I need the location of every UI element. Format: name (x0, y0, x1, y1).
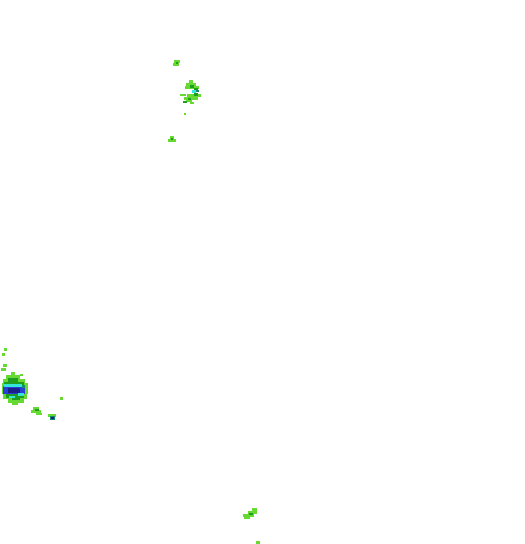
echo-cell-north-fleck (168, 136, 176, 142)
echo-cell-north-small (173, 60, 180, 66)
echo-cell-west-strong (1, 348, 28, 405)
echo-cell-south (243, 508, 260, 544)
echo-cell-west-trail (31, 397, 63, 420)
echo-cell-north-main (180, 80, 201, 115)
